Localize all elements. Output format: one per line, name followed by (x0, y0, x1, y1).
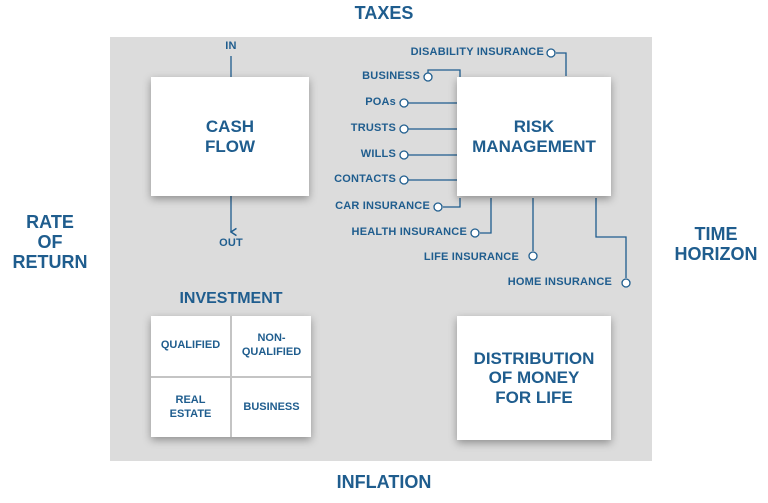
real-estate-label: REAL ESTATE (169, 393, 212, 420)
investment-grid: QUALIFIED NON- QUALIFIED REAL ESTATE BUS… (151, 316, 311, 437)
distribution-title: DISTRIBUTION OF MONEY FOR LIFE (473, 349, 595, 407)
trusts-node (399, 124, 409, 134)
in-label: IN (225, 40, 237, 52)
business-connector (427, 69, 461, 78)
business-investment-cell: BUSINESS (232, 378, 311, 437)
real-estate-cell: REAL ESTATE (151, 378, 230, 437)
business-risk-label: BUSINESS (362, 70, 420, 82)
qualified-cell: QUALIFIED (151, 316, 230, 376)
business-investment-label: BUSINESS (243, 400, 300, 413)
time-horizon-label: TIME HORIZON (674, 224, 758, 264)
taxes-label: TAXES (354, 3, 414, 23)
business-node (423, 72, 433, 82)
home-node (621, 278, 631, 288)
health-node (470, 228, 480, 238)
home-connector (595, 198, 627, 278)
wills-node (399, 150, 409, 160)
wills-label: WILLS (360, 148, 396, 160)
cash-flow-title: CASH FLOW (204, 117, 256, 156)
distribution-card: DISTRIBUTION OF MONEY FOR LIFE (457, 316, 611, 440)
risk-management-title: RISK MANAGEMENT (472, 117, 596, 156)
poas-node (399, 98, 409, 108)
qualified-label: QUALIFIED (160, 339, 221, 352)
disability-insurance-label: DISABILITY INSURANCE (410, 46, 544, 58)
contacts-label: CONTACTS (334, 173, 396, 185)
car-connector (443, 198, 461, 208)
investment-title: INVESTMENT (179, 290, 283, 307)
trusts-label: TRUSTS (350, 122, 396, 134)
rate-of-return-label: RATE OF RETURN (12, 212, 88, 272)
life-node (528, 251, 538, 261)
contacts-node (399, 175, 409, 185)
disability-node (546, 48, 556, 58)
car-node (433, 202, 443, 212)
out-label: OUT (219, 237, 243, 249)
poas-label: POAs (365, 96, 396, 108)
inflation-label: INFLATION (336, 472, 432, 492)
health-connector (480, 198, 492, 234)
home-insurance-label: HOME INSURANCE (507, 276, 612, 288)
cash-flow-card: CASH FLOW (151, 77, 309, 196)
risk-management-card: RISK MANAGEMENT (457, 77, 611, 196)
car-insurance-label: CAR INSURANCE (335, 200, 430, 212)
life-insurance-label: LIFE INSURANCE (423, 251, 519, 263)
health-insurance-label: HEALTH INSURANCE (351, 226, 467, 238)
non-qualified-label: NON- QUALIFIED (241, 332, 302, 358)
disability-connector (556, 52, 567, 76)
non-qualified-cell: NON- QUALIFIED (232, 316, 311, 376)
